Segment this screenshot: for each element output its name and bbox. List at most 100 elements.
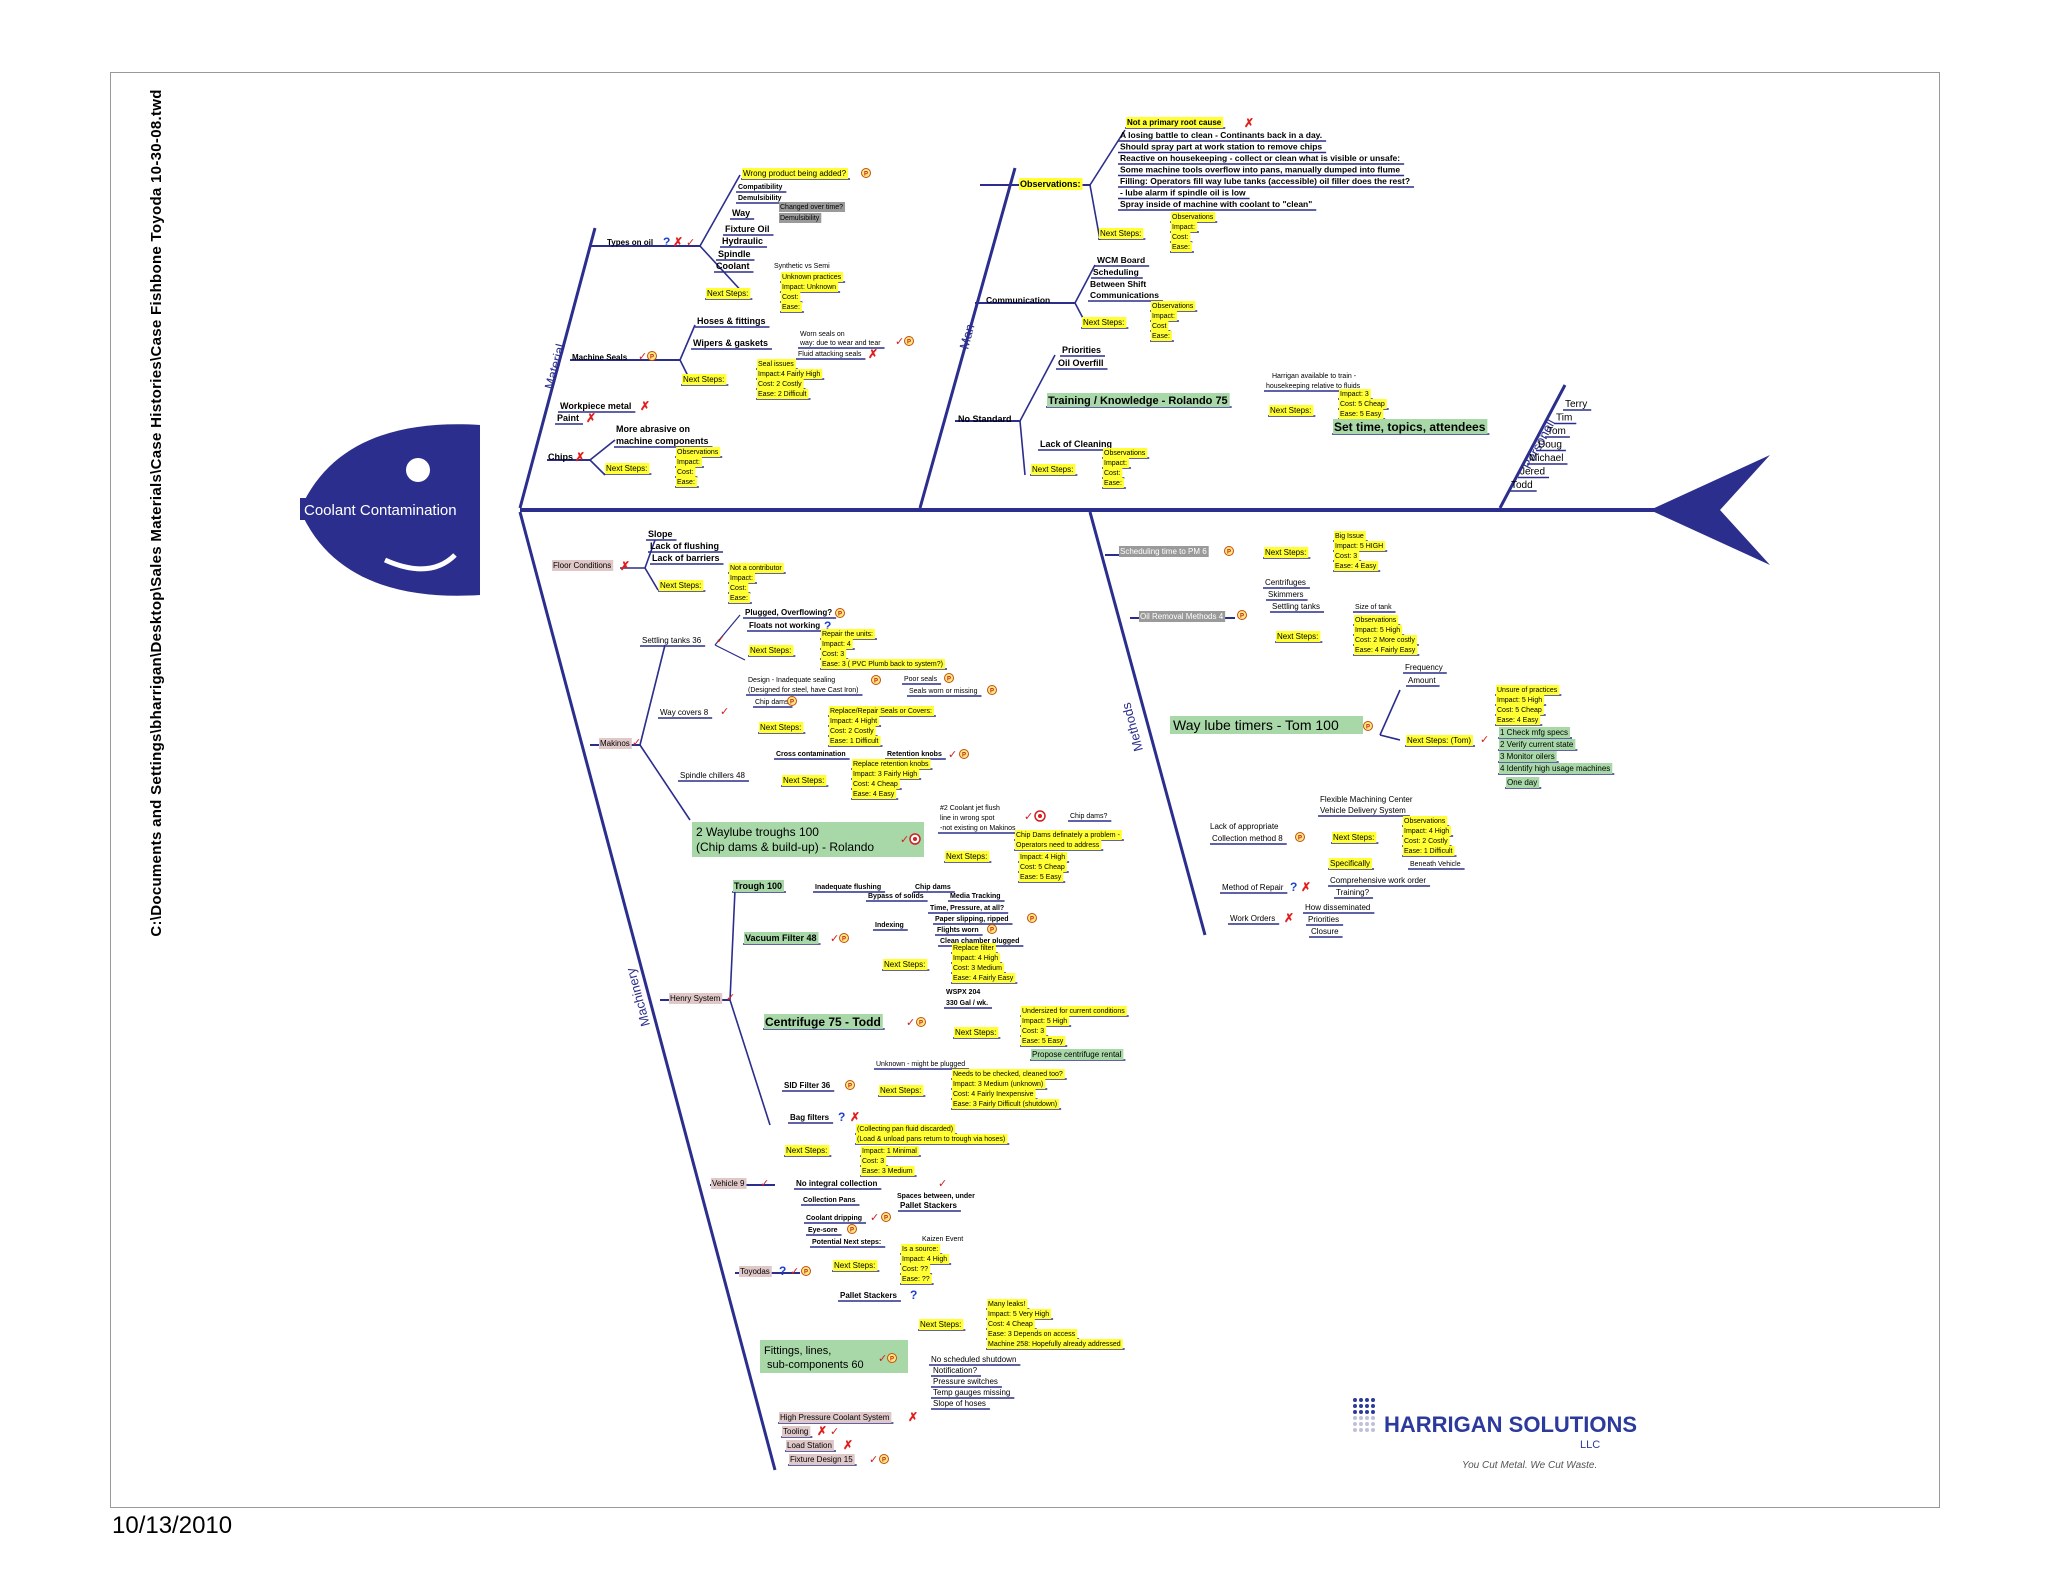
node-text: Changed over time?	[780, 204, 843, 211]
node-label: Lack of barriers	[652, 553, 720, 563]
node-text: Lack of Cleaning	[1040, 439, 1112, 449]
node-text: Cost: 5 Cheap	[1497, 707, 1542, 714]
check-icon: ✓	[938, 1178, 947, 1190]
flag-icon: P	[987, 924, 997, 934]
check-icon: ✓	[716, 634, 725, 646]
node-text: Cost: 5 Cheap	[1020, 864, 1065, 871]
node-text: Operators need to address	[1016, 842, 1100, 849]
node-label: Cost:	[729, 583, 749, 593]
node-text: Ease: 4 Fairly Easy	[953, 975, 1014, 982]
bone-line	[1074, 264, 1096, 304]
svg-text:P: P	[884, 1216, 888, 1222]
x-icon: ✗	[817, 1424, 827, 1438]
highlight-box	[757, 359, 796, 369]
x-icon: ✗	[817, 1424, 827, 1438]
types-of-oil: Types on oil	[607, 238, 653, 247]
node-text: Next Steps:	[750, 646, 791, 655]
bone-line	[679, 324, 696, 361]
node-label: Cost: 4 Fairly Inexpensive	[952, 1089, 1036, 1099]
highlight-box	[1151, 311, 1177, 321]
x-icon: ✗	[1284, 911, 1294, 925]
node-label: Impact: 4	[821, 639, 853, 649]
highlight-box	[821, 639, 853, 649]
node-text: Paint	[557, 413, 579, 423]
x-icon: ✗	[868, 347, 878, 361]
highlight-box	[987, 1299, 1028, 1309]
flag-icon	[959, 749, 969, 759]
node-label: Size of tank	[1355, 604, 1392, 611]
highlight-box	[821, 659, 945, 669]
node-label: Flexible Machining Center	[1320, 795, 1413, 804]
node-text: (Chip dams & build-up) - Rolando	[696, 840, 874, 854]
node-text: Chip dams?	[1070, 813, 1107, 820]
check-icon: ✓	[906, 1017, 915, 1029]
node-text: No integral collection	[796, 1179, 877, 1188]
node-text: Training?	[1336, 888, 1370, 897]
highlight-box	[901, 1254, 950, 1264]
node-text: Impact: 4 Hight	[830, 718, 877, 725]
types-item: Wrong product being added?	[742, 168, 849, 179]
highlight-box	[829, 736, 881, 746]
flag-icon: P	[861, 168, 871, 178]
node-label: Unknown practices	[781, 272, 844, 282]
node-label: Ease: 5 Easy	[1339, 409, 1384, 419]
check-icon: ✓	[830, 933, 839, 945]
highlight-box	[952, 953, 1001, 963]
highlight-box	[744, 932, 819, 944]
question-icon: ?	[779, 1264, 786, 1278]
node-text: Impact:	[1104, 460, 1127, 467]
node-label: One day	[1506, 777, 1540, 788]
node-text: Communication	[986, 295, 1050, 305]
personnel-name: Terry	[1565, 399, 1587, 410]
highlight-box	[901, 1244, 941, 1254]
node-label: 330 Gal / wk.	[946, 1000, 988, 1007]
node-label: Pallet Stackers	[840, 1291, 897, 1300]
node-label: Cost: 3	[861, 1156, 887, 1166]
highlight-box	[1499, 727, 1571, 738]
highlight-box	[1170, 716, 1363, 734]
node-text: Impact: 3 Fairly High	[853, 771, 917, 778]
methods-bone	[1088, 511, 1207, 936]
node-text: Next Steps:	[1270, 406, 1311, 415]
flag-icon	[881, 1212, 891, 1222]
highlight-box	[879, 1085, 924, 1096]
highlight-box	[1499, 751, 1557, 762]
node-label: Impact: 4 High	[1019, 852, 1068, 862]
flag-icon	[1237, 610, 1247, 620]
check-icon: ✓	[878, 1353, 887, 1365]
highlight-box	[1151, 331, 1172, 341]
node-label: line in wrong spot	[940, 815, 995, 822]
flag-icon: P	[944, 673, 954, 683]
node-text: Demulsibility	[780, 215, 820, 222]
highlight-box	[789, 1454, 855, 1465]
node-text: housekeeping relative to fluids	[1266, 383, 1361, 390]
node-text: Worn seals on	[800, 331, 845, 338]
node-text: Observations	[1404, 818, 1446, 825]
node-label: Centrifuge 75 - Todd	[764, 1014, 883, 1029]
highlight-box	[987, 1329, 1078, 1339]
node-label: Next Steps:	[605, 463, 650, 474]
flag-icon: P	[887, 1353, 897, 1363]
node-text: Load Station	[787, 1441, 832, 1450]
node-text: Poor seals	[904, 676, 938, 683]
personnel-name: Terry	[1565, 399, 1587, 410]
node-text: Observations	[1104, 450, 1146, 457]
highlight-box	[781, 282, 839, 292]
node-label: Next Steps:	[1332, 832, 1377, 843]
personnel-name: Tim	[1556, 413, 1572, 424]
node-label: Cost:	[676, 467, 696, 477]
node-text: Ease: 4 Easy	[1497, 717, 1539, 724]
node-text: WCM Board	[1097, 255, 1145, 265]
node-label: 4 Identify high usage machines	[1499, 763, 1613, 774]
node-label: Vehicle 9	[711, 1178, 747, 1189]
node-text: Cost:	[1104, 470, 1120, 477]
highlight-box	[1082, 317, 1127, 328]
highlight-box	[711, 1178, 747, 1189]
highlight-box	[779, 213, 822, 223]
node-label: housekeeping relative to fluids	[1266, 383, 1361, 390]
highlight-box	[1103, 448, 1148, 458]
highlight-box	[782, 775, 827, 786]
node-label: Oil Removal Methods 4	[1139, 611, 1226, 622]
svg-text:P: P	[919, 1021, 923, 1027]
flag-icon: P	[1363, 721, 1373, 731]
